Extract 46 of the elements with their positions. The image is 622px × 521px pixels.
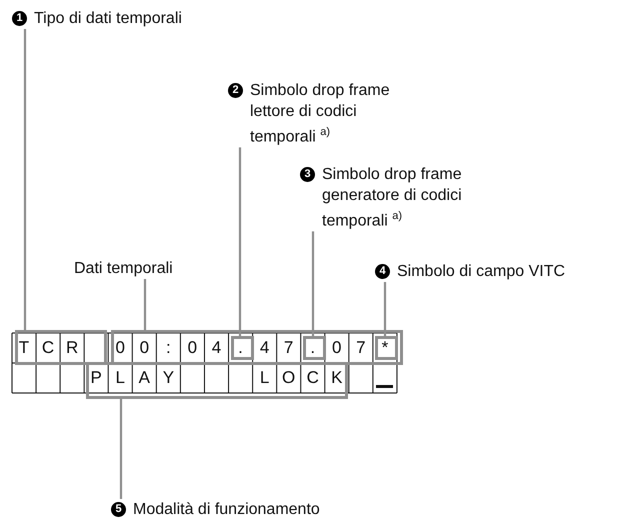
highlight-frame xyxy=(231,336,254,360)
leader-line xyxy=(312,231,314,336)
display-character: C xyxy=(40,337,56,359)
callout-text: Simbolo di campo VITC xyxy=(397,262,566,282)
callout-number: 4 xyxy=(375,264,390,279)
callout-text: Simbolo drop frame generatore di codici temporali $^{a)}$ xyxy=(322,165,463,232)
display-character: : xyxy=(164,337,172,359)
highlight-frame xyxy=(111,330,403,365)
callout-number: 3 xyxy=(300,167,315,182)
callout-number: 1 xyxy=(12,11,27,26)
display-character: L xyxy=(258,367,270,389)
highlight-frame xyxy=(86,362,348,399)
display-character: 0 xyxy=(138,337,150,359)
display-character: K xyxy=(330,367,344,389)
leader-line xyxy=(120,399,122,499)
display-character: 7 xyxy=(282,337,294,359)
highlight-frame xyxy=(303,336,326,360)
display-character: . xyxy=(237,337,244,359)
display-character: R xyxy=(64,337,80,359)
callout-text: Tipo di dati temporali xyxy=(34,9,182,29)
display-character: 7 xyxy=(355,337,367,359)
callout-text: Dati temporali xyxy=(74,259,173,279)
display-character: A xyxy=(138,367,151,389)
display-character: L xyxy=(114,367,126,389)
display-character: T xyxy=(18,337,30,359)
display-character: 0 xyxy=(114,337,126,359)
highlight-frame xyxy=(15,330,107,365)
display-character: * xyxy=(380,337,390,359)
display-character: 0 xyxy=(331,337,342,359)
display-character: O xyxy=(281,367,296,389)
leader-line xyxy=(384,282,386,336)
leader-line xyxy=(144,279,146,330)
display-character: 4 xyxy=(210,337,222,359)
highlight-frame xyxy=(375,336,398,360)
leader-line xyxy=(24,29,26,330)
display-character: C xyxy=(306,367,320,389)
callout-text: Modalità di funzionamento xyxy=(133,500,320,520)
display-character: Y xyxy=(162,367,176,389)
callout-text: Simbolo drop frame lettore di codici temporali $^{a)}$ xyxy=(250,81,391,148)
display-character: 0 xyxy=(186,337,198,359)
callout-number: 2 xyxy=(228,83,243,98)
leader-line xyxy=(238,147,242,336)
display-character: . xyxy=(309,337,316,359)
callout-number: 5 xyxy=(111,502,126,517)
display-character: P xyxy=(90,367,103,389)
display-character: 4 xyxy=(258,337,270,359)
